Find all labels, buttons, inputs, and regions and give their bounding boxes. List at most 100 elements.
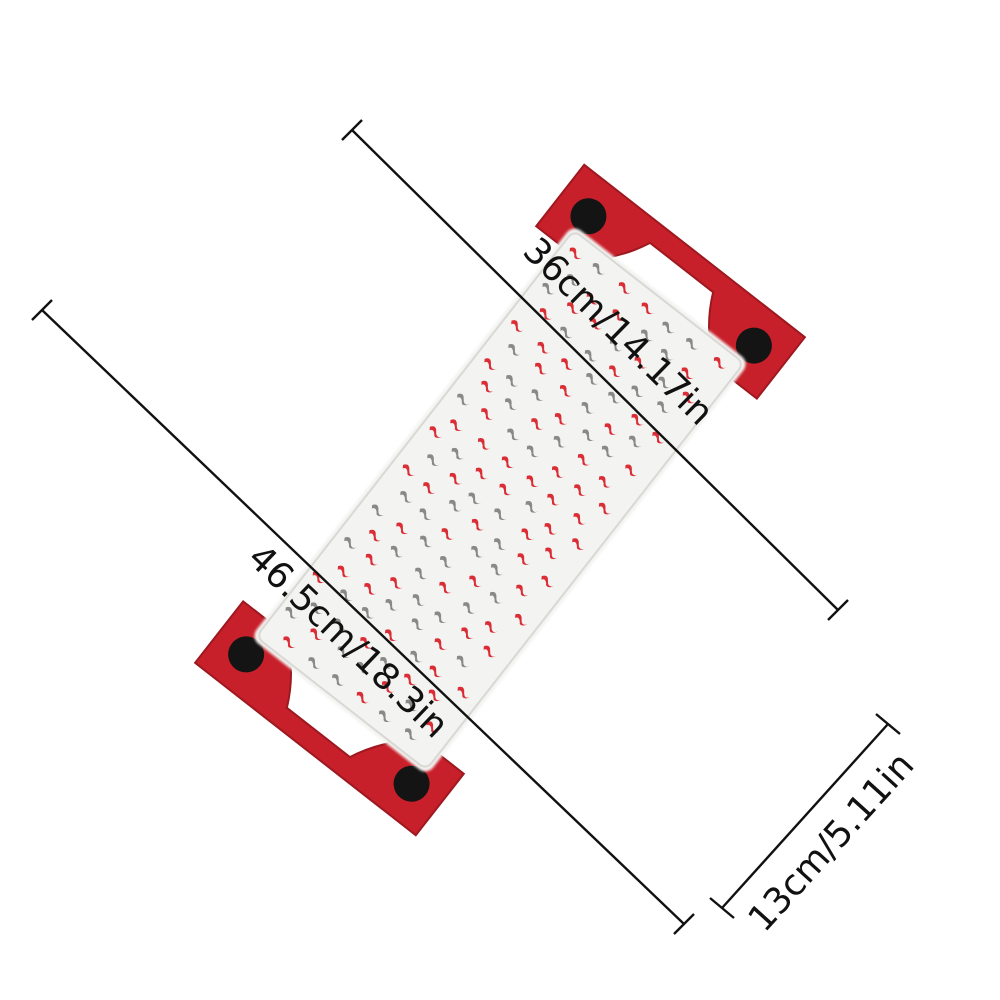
red-fiber-strand [544, 522, 558, 535]
grey-fiber-strand [440, 556, 453, 568]
total-length-dimension-tick [31, 299, 53, 321]
grey-fiber-strand [378, 710, 392, 723]
red-fiber-strand [499, 483, 513, 496]
red-fiber-strand [574, 484, 587, 496]
red-fiber-strand [598, 475, 612, 488]
grey-fiber-strand [526, 445, 540, 458]
grey-fiber-strand [560, 326, 574, 339]
red-fiber-strand [551, 466, 565, 478]
red-fiber-strand [625, 464, 639, 477]
grey-fiber-strand [631, 385, 645, 398]
width-dimension-tick [709, 897, 735, 919]
red-fiber-strand [426, 721, 440, 733]
grey-fiber-strand [567, 274, 581, 286]
red-fiber-strand [461, 627, 475, 640]
grey-fiber-strand [525, 501, 539, 513]
red-fiber-strand [310, 628, 324, 641]
grey-fiber-strand [658, 376, 672, 389]
grey-fiber-strand [641, 329, 654, 342]
red-fiber-strand [390, 577, 404, 589]
red-fiber-strand [577, 453, 591, 466]
clip-button [735, 327, 772, 364]
grey-fiber-strand [371, 504, 385, 517]
red-fiber-strand [475, 467, 489, 480]
pad-edge [258, 232, 742, 768]
length-dimension-line [351, 129, 839, 611]
grey-fiber-strand [660, 348, 674, 361]
grey-fiber-strand [332, 674, 346, 686]
red-fiber-strand [561, 358, 575, 370]
length-dimension-tick [341, 119, 363, 141]
red-fiber-strand [631, 413, 645, 426]
red-fiber-strand [559, 384, 573, 397]
red-fiber-strand [402, 464, 416, 477]
grey-fiber-strand [489, 591, 503, 604]
red-fiber-strand [481, 408, 495, 420]
grey-fiber-strand [463, 602, 477, 614]
red-fiber-strand [385, 629, 398, 642]
length-dimension-tick [827, 599, 849, 621]
red-fiber-strand [365, 553, 379, 566]
grey-fiber-strand [344, 537, 358, 549]
red-fiber-strand [713, 357, 727, 369]
red-fiber-strand [484, 358, 498, 370]
grey-fiber-strand [337, 646, 351, 658]
grey-fiber-strand [434, 611, 448, 623]
red-fiber-strand [526, 475, 540, 487]
grey-fiber-strand [582, 429, 596, 442]
red-fiber-strand [618, 282, 632, 294]
grey-fiber-strand [609, 339, 623, 352]
grey-fiber-strand [504, 398, 518, 410]
red-fiber-strand [567, 302, 580, 314]
red-fiber-strand [369, 529, 383, 542]
total-length-dimension-line [41, 309, 685, 925]
red-fiber-strand [515, 613, 528, 626]
red-fiber-strand [537, 341, 551, 354]
red-fiber-strand [381, 681, 395, 693]
grey-fiber-strand [608, 391, 622, 404]
grey-fiber-strand [410, 650, 424, 663]
grey-fiber-strand [553, 435, 567, 448]
red-fiber-strand [554, 413, 568, 425]
grey-fiber-strand [542, 282, 556, 295]
width-dimension-line [721, 723, 889, 909]
grey-fiber-strand [390, 545, 404, 558]
grey-fiber-strand [385, 599, 399, 611]
grey-fiber-strand [662, 321, 676, 334]
grey-fiber-strand [457, 393, 471, 406]
grey-fiber-strand [592, 263, 606, 275]
grey-fiber-strand [531, 389, 545, 401]
grey-fiber-strand [400, 491, 414, 503]
red-fiber-strand [598, 502, 612, 515]
red-fiber-strand [569, 247, 583, 260]
red-fiber-strand [517, 553, 531, 565]
grey-fiber-strand [404, 728, 418, 740]
grey-fiber-strand [508, 343, 522, 356]
grey-fiber-strand [310, 602, 324, 615]
red-fiber-strand [511, 320, 525, 332]
red-fiber-strand [396, 522, 410, 535]
grey-fiber-strand [411, 618, 425, 630]
red-fiber-strand [609, 365, 622, 377]
dimension-lines [31, 119, 901, 935]
red-fiber-strand [485, 621, 498, 633]
red-fiber-strand [439, 581, 453, 594]
microfiber-pad [254, 228, 746, 772]
grey-fiber-strand [657, 401, 671, 413]
grey-fiber-strand [494, 538, 507, 550]
grey-fiber-strand [451, 447, 465, 460]
red-fiber-strand [573, 513, 587, 525]
grey-fiber-strand [308, 657, 322, 669]
red-fiber-strand [531, 418, 545, 430]
red-fiber-strand [481, 380, 495, 393]
grey-fiber-strand [340, 589, 354, 602]
red-fiber-strand [521, 528, 535, 540]
grey-fiber-strand [586, 373, 600, 385]
red-fiber-strand [681, 367, 695, 379]
grey-fiber-strand [507, 428, 521, 441]
red-fiber-strand [404, 673, 417, 686]
clip-button [228, 636, 265, 673]
red-fiber-strand [471, 518, 485, 531]
red-fiber-strand [423, 482, 437, 494]
